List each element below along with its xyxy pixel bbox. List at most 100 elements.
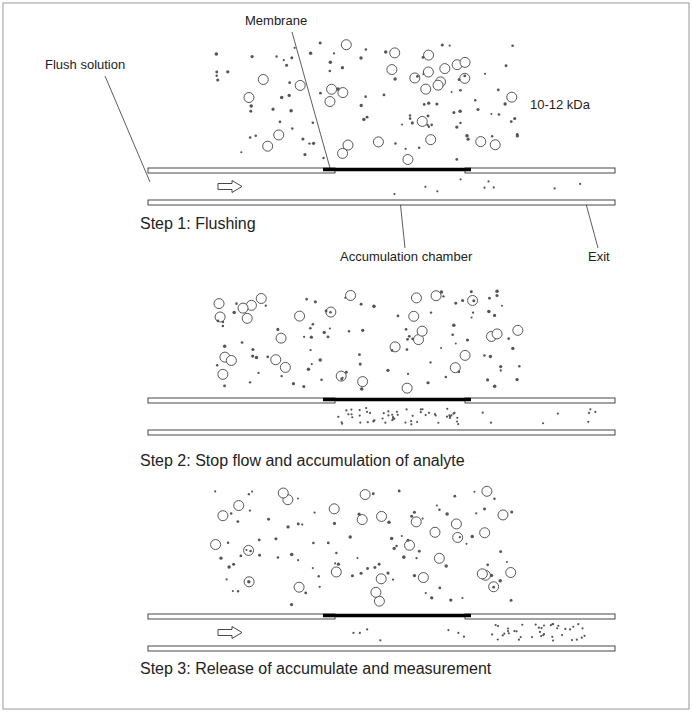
analyte-dot bbox=[297, 559, 299, 561]
analyte-dot bbox=[266, 355, 269, 358]
analyte-dot bbox=[515, 630, 517, 632]
large-molecule bbox=[390, 48, 400, 58]
analyte-dot bbox=[456, 420, 458, 422]
analyte-dot bbox=[457, 423, 459, 425]
large-molecule bbox=[411, 517, 421, 527]
analyte-dot bbox=[495, 289, 499, 293]
analyte-dot bbox=[215, 71, 218, 74]
channel bbox=[148, 398, 615, 435]
analyte-dot bbox=[249, 136, 252, 139]
large-molecule bbox=[336, 371, 346, 381]
analyte-dot bbox=[447, 629, 449, 631]
analyte-dot bbox=[290, 56, 293, 59]
analyte-dot bbox=[291, 127, 293, 129]
analyte-dot bbox=[405, 408, 407, 410]
analyte-dot bbox=[305, 298, 308, 301]
analyte-dot bbox=[410, 515, 413, 518]
analyte-dot bbox=[314, 300, 317, 303]
analyte-dot bbox=[265, 305, 267, 307]
analyte-dot bbox=[329, 70, 332, 73]
analyte-dot bbox=[511, 347, 514, 350]
analyte-dot bbox=[461, 299, 464, 302]
analyte-dot bbox=[247, 580, 250, 583]
analyte-dot bbox=[309, 327, 312, 330]
analyte-dot bbox=[344, 297, 346, 299]
analyte-dot bbox=[384, 422, 386, 424]
analyte-dot bbox=[510, 510, 513, 513]
analyte-dot bbox=[352, 632, 354, 634]
analyte-dot bbox=[241, 341, 244, 344]
large-molecule bbox=[440, 64, 450, 74]
frame bbox=[3, 3, 689, 709]
analyte-dot bbox=[440, 347, 442, 349]
analyte-dot bbox=[360, 387, 364, 391]
channel-wall bbox=[465, 614, 615, 619]
analyte-dot bbox=[249, 550, 252, 553]
analyte-dot bbox=[535, 623, 537, 625]
analyte-dot bbox=[434, 413, 436, 415]
analyte-dot bbox=[215, 75, 217, 77]
analyte-dot bbox=[340, 377, 343, 380]
large-molecule bbox=[409, 311, 419, 321]
analyte-dot bbox=[303, 153, 306, 156]
channel-wall bbox=[148, 200, 615, 205]
analyte-dot bbox=[366, 411, 368, 413]
analyte-dot bbox=[230, 512, 233, 515]
analyte-dot bbox=[422, 518, 424, 520]
analyte-dot bbox=[293, 47, 295, 49]
large-molecule bbox=[218, 511, 228, 521]
analyte-dot bbox=[581, 627, 583, 629]
analyte-dot bbox=[232, 590, 234, 592]
analyte-dot bbox=[557, 412, 559, 414]
analyte-dot bbox=[457, 632, 459, 634]
analyte-dot bbox=[444, 564, 447, 567]
analyte-dot bbox=[430, 596, 433, 599]
large-molecule bbox=[244, 545, 254, 555]
large-molecule bbox=[492, 329, 502, 339]
large-molecule bbox=[373, 137, 383, 147]
analyte-dot bbox=[458, 78, 461, 81]
analyte-dot bbox=[455, 158, 458, 161]
analyte-dot bbox=[307, 368, 310, 371]
analyte-dot bbox=[430, 311, 432, 313]
analyte-dot bbox=[286, 525, 289, 528]
large-molecule bbox=[476, 137, 486, 147]
analyte-dot bbox=[412, 415, 414, 417]
analyte-dot bbox=[390, 537, 393, 540]
analyte-dot bbox=[251, 55, 254, 58]
analyte-dot bbox=[493, 186, 495, 188]
analyte-dot bbox=[472, 312, 474, 314]
large-molecule bbox=[417, 326, 427, 336]
analyte-dot bbox=[341, 66, 344, 69]
analyte-dot bbox=[373, 420, 375, 422]
analyte-dot bbox=[445, 376, 448, 379]
analyte-dot bbox=[312, 542, 315, 545]
analyte-dot bbox=[450, 414, 452, 416]
analyte-dot bbox=[322, 157, 324, 159]
analyte-dot bbox=[401, 535, 403, 537]
large-molecule bbox=[358, 377, 368, 387]
analyte-dot bbox=[402, 555, 406, 559]
analyte-dot bbox=[540, 627, 542, 629]
channel bbox=[148, 168, 615, 205]
analyte-dot bbox=[288, 81, 291, 84]
analyte-dot bbox=[466, 338, 469, 341]
analyte-dot bbox=[463, 636, 465, 638]
analyte-dot bbox=[405, 328, 408, 331]
analyte-dot bbox=[459, 536, 461, 538]
analyte-dot bbox=[351, 574, 354, 577]
analyte-dot bbox=[255, 356, 258, 359]
analyte-dot bbox=[409, 117, 412, 120]
analyte-dot bbox=[406, 539, 409, 542]
analyte-dot bbox=[581, 637, 583, 639]
analyte-dot bbox=[312, 567, 314, 569]
analyte-dot bbox=[470, 290, 473, 293]
large-molecule bbox=[430, 527, 440, 537]
analyte-dot bbox=[587, 421, 589, 423]
analyte-dot bbox=[359, 363, 362, 366]
analyte-dot bbox=[552, 639, 554, 641]
large-molecule bbox=[490, 140, 500, 150]
analyte-dot bbox=[499, 365, 502, 368]
analyte-dot bbox=[453, 412, 455, 414]
analyte-dot bbox=[500, 369, 502, 371]
